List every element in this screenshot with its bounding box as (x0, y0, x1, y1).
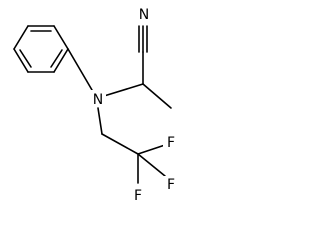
ring-double-bond (50, 49, 63, 68)
atom-fluorine-3: F (130, 186, 146, 204)
ch2-cf3-bond (101, 133, 139, 155)
amine-n-label: N (93, 92, 103, 108)
nitrile-triple-bond (138, 25, 148, 53)
nitrile-n-label: N (139, 7, 149, 23)
n-ch2-bond (97, 107, 103, 135)
fluorine-2-label: F (167, 177, 175, 193)
ca-methyl-bond (142, 83, 172, 109)
ring-bond (53, 48, 69, 73)
cf-bond (137, 153, 166, 177)
ring-n-bond (67, 48, 93, 91)
n-ca-bond (103, 83, 144, 97)
fluorine-3-label: F (134, 188, 142, 204)
ring-bond (13, 48, 29, 73)
atom-fluorine-1: F (163, 134, 179, 151)
atom-amine-n: N (90, 90, 106, 108)
ring-bond (13, 25, 29, 50)
ring-double-bond (19, 49, 32, 68)
chemical-structure: N N F F F (13, 6, 179, 204)
benzene-ring (13, 25, 69, 73)
cf-bond (137, 144, 166, 155)
ring-bond (53, 25, 69, 50)
atom-nitrile-n: N (136, 6, 152, 23)
atom-fluorine-2: F (163, 176, 179, 193)
fluorine-1-label: F (167, 135, 175, 151)
